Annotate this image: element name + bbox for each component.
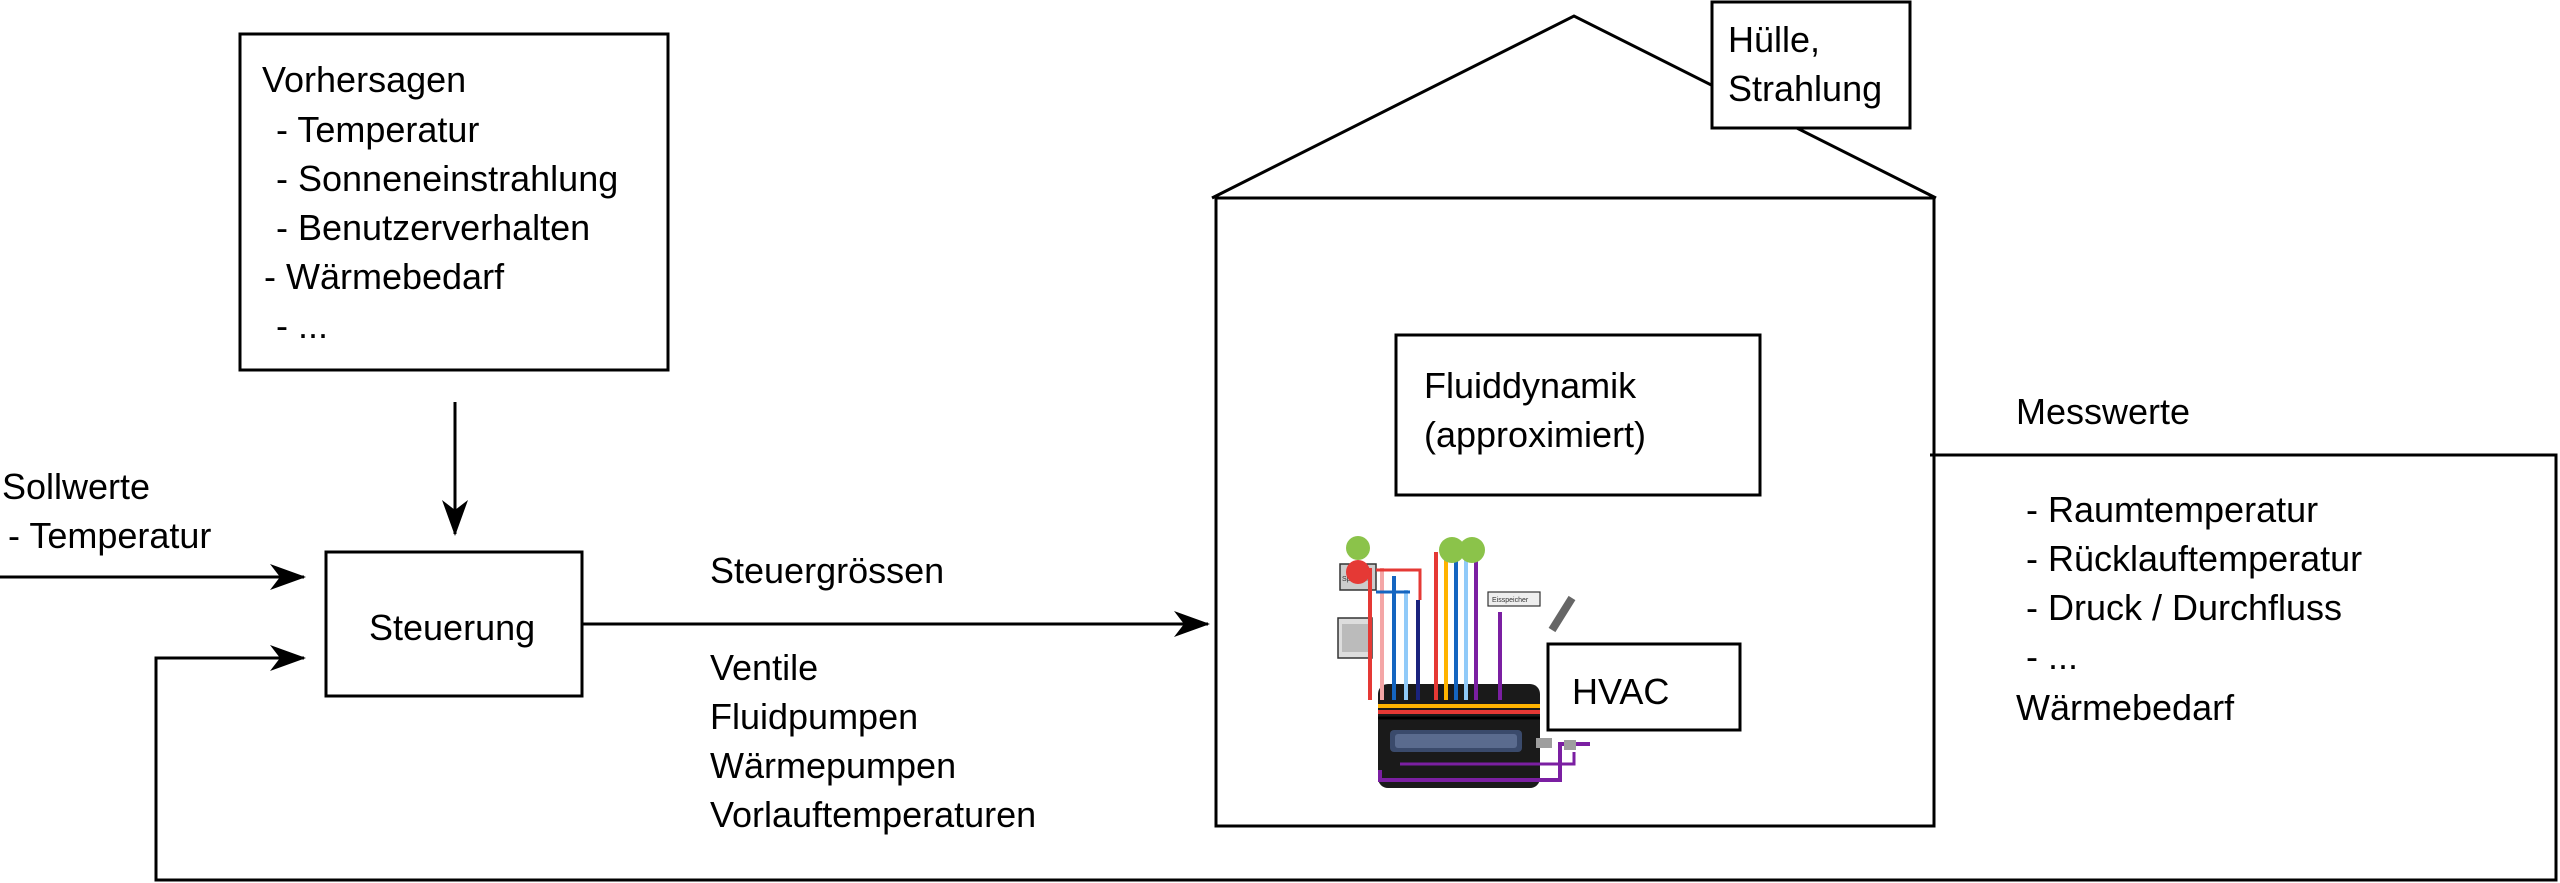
forecast-item: - ...: [276, 305, 328, 346]
control-variable-item: Fluidpumpen: [710, 696, 918, 737]
control-variable-item: Ventile: [710, 647, 818, 688]
measurement-item: Wärmebedarf: [2016, 687, 2235, 728]
building-walls: [1214, 196, 1936, 828]
forecast-item: - Benutzerverhalten: [276, 207, 590, 248]
measurements-title: Messwerte: [2016, 391, 2190, 432]
hvac-label: HVAC: [1572, 671, 1669, 712]
measurement-item: - Raumtemperatur: [2026, 489, 2318, 530]
envelope-line: Hülle,: [1728, 19, 1820, 60]
envelope-box: Hülle, Strahlung: [1710, 0, 1912, 130]
hvac-box: HVAC: [1546, 642, 1742, 732]
hvac-schematic-icon: Speicher Eisspeicher: [1337, 536, 1590, 788]
controller-box: Steuerung: [324, 550, 584, 698]
control-variable-item: Vorlauftemperaturen: [710, 794, 1036, 835]
control-variable-item: Wärmepumpen: [710, 745, 956, 786]
building-roof: [1211, 14, 1937, 200]
forecast-item: - Sonneneinstrahlung: [276, 158, 618, 199]
building: [1211, 14, 1937, 828]
feedback-loop-arrow: [154, 453, 2558, 882]
forecast-title: Vorhersagen: [262, 59, 466, 100]
forecast-box: Vorhersagen - Temperatur - Sonneneinstra…: [238, 32, 670, 372]
measurement-item: - Rücklauftemperatur: [2026, 538, 2362, 579]
forecast-item: - Temperatur: [276, 109, 479, 150]
envelope-line: Strahlung: [1728, 68, 1882, 109]
fluid-dynamics-box: Fluiddynamik (approximiert): [1394, 333, 1762, 497]
setpoints-title: Sollwerte: [2, 466, 150, 507]
fluid-line: (approximiert): [1424, 414, 1646, 455]
control-variables-title: Steuergrössen: [710, 550, 944, 591]
hvac-tiny-label: Eisspeicher: [1492, 597, 1529, 604]
controller-label: Steuerung: [369, 607, 535, 648]
setpoints-item: - Temperatur: [8, 515, 211, 556]
forecast-item: - Wärmebedarf: [264, 256, 505, 297]
fluid-line: Fluiddynamik: [1424, 365, 1637, 406]
measurement-item: - ...: [2026, 636, 2078, 677]
measurement-item: - Druck / Durchfluss: [2026, 587, 2342, 628]
